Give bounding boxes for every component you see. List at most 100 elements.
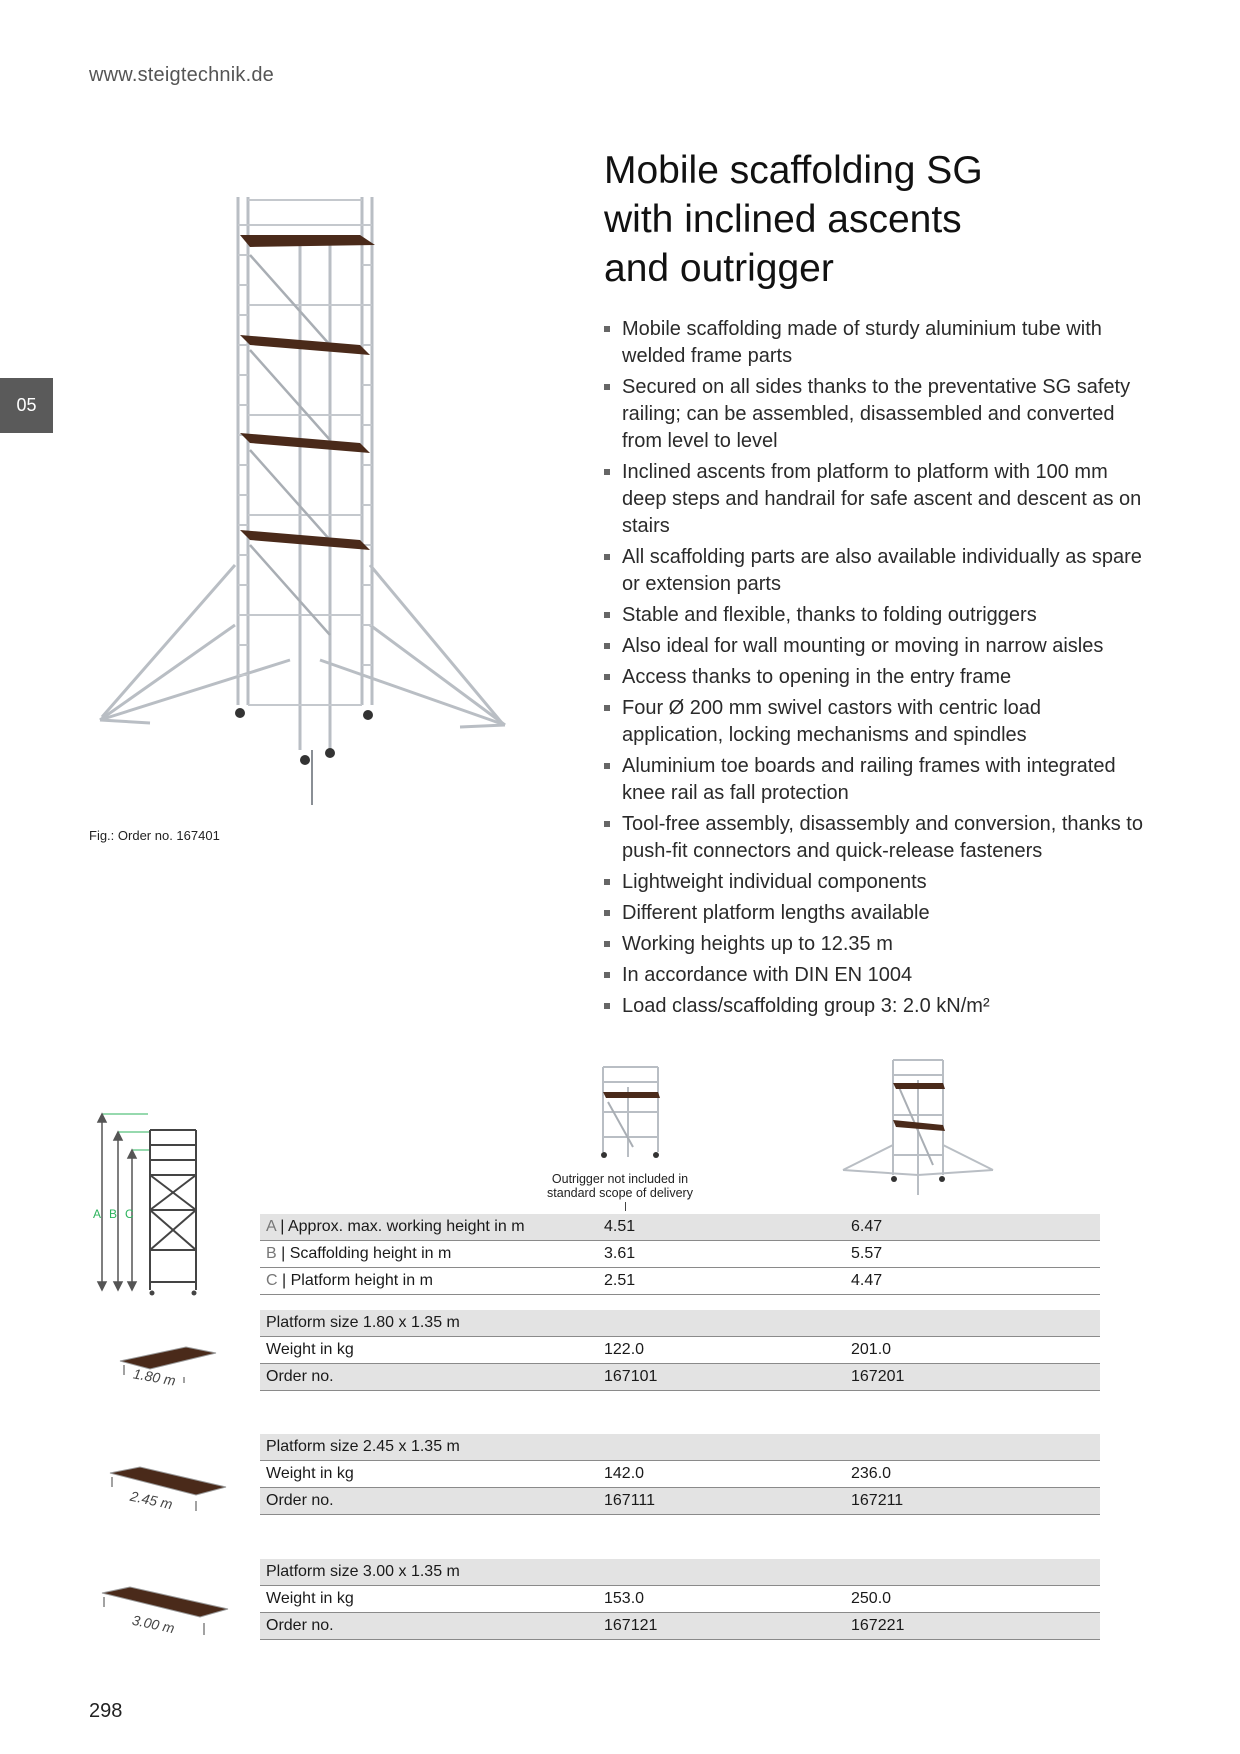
platform-table-1: Platform size 1.80 x 1.35 m Weight in kg…: [260, 1310, 1100, 1391]
platform-table-3: Platform size 3.00 x 1.35 m Weight in kg…: [260, 1559, 1100, 1640]
table-row: Weight in kg 142.0 236.0: [260, 1461, 1100, 1488]
website-url: www.steigtechnik.de: [89, 64, 275, 86]
platform-1-illustration: [119, 1346, 217, 1383]
outrigger-tower-illustration: [842, 1059, 994, 1195]
row-label: | Scaffolding height in m: [281, 1245, 452, 1262]
bullet-icon: [604, 705, 610, 711]
row-value: 3.61: [604, 1245, 636, 1262]
bullet-icon: [604, 941, 610, 947]
dimension-letter-a: A: [93, 1207, 102, 1221]
feature-item: Four Ø 200 mm swivel castors with centri…: [604, 695, 1144, 749]
row-label: Order no.: [266, 1492, 334, 1509]
table-row: A | Approx. max. working height in m 4.5…: [260, 1214, 1100, 1241]
row-label: Order no.: [266, 1368, 334, 1385]
feature-item: Access thanks to opening in the entry fr…: [604, 664, 1144, 691]
table-row: Order no. 167121 167221: [260, 1613, 1100, 1640]
figure-caption: Fig.: Order no. 167401: [89, 828, 220, 843]
feature-item: Aluminium toe boards and railing frames …: [604, 753, 1144, 807]
title-line: Mobile scaffolding SG: [604, 149, 983, 192]
table-row: Weight in kg 153.0 250.0: [260, 1586, 1100, 1613]
outrigger-note: Outrigger not included in standard scope…: [547, 1172, 693, 1200]
platform-header: Platform size 3.00 x 1.35 m: [266, 1563, 460, 1580]
row-value: 250.0: [851, 1590, 892, 1607]
section-tab: 05: [0, 378, 53, 433]
bullet-icon: [604, 1003, 610, 1009]
bullet-icon: [604, 643, 610, 649]
feature-item: Also ideal for wall mounting or moving i…: [604, 633, 1144, 660]
row-value: 2.51: [604, 1272, 636, 1289]
table-row: C | Platform height in m 2.51 4.47: [260, 1268, 1100, 1295]
row-letter: A: [266, 1218, 276, 1235]
feature-item: Inclined ascents from platform to platfo…: [604, 459, 1144, 540]
row-label: Weight in kg: [266, 1465, 354, 1482]
platform-3-illustration: [101, 1586, 229, 1635]
dimension-table: A | Approx. max. working height in m 4.5…: [260, 1214, 1100, 1295]
row-value: 6.47: [851, 1218, 883, 1235]
table-row: Order no. 167111 167211: [260, 1488, 1100, 1515]
row-value: 167121: [604, 1617, 658, 1634]
bullet-icon: [604, 554, 610, 560]
bullet-icon: [604, 821, 610, 827]
title-line: with inclined ascents: [604, 198, 962, 241]
bullet-icon: [604, 326, 610, 332]
table-row: B | Scaffolding height in m 3.61 5.57: [260, 1241, 1100, 1268]
row-value: 167111: [604, 1492, 656, 1509]
row-letter: B: [266, 1245, 277, 1262]
platform-header: Platform size 2.45 x 1.35 m: [266, 1438, 460, 1455]
dimension-letter-c: C: [125, 1207, 134, 1221]
title-line: and outrigger: [604, 247, 834, 290]
row-value: 167221: [851, 1617, 905, 1634]
page-title: Mobile scaffolding SG with inclined asce…: [604, 146, 1164, 293]
dimension-diagram: [96, 1112, 197, 1296]
row-value: 5.57: [851, 1245, 883, 1262]
feature-item: Working heights up to 12.35 m: [604, 931, 1144, 958]
bullet-icon: [604, 469, 610, 475]
feature-item: Load class/scaffolding group 3: 2.0 kN/m…: [604, 993, 1144, 1020]
row-value: 201.0: [851, 1341, 892, 1358]
row-letter: C: [266, 1272, 278, 1289]
bullet-icon: [604, 763, 610, 769]
page-number: 298: [89, 1700, 123, 1722]
feature-item: Secured on all sides thanks to the preve…: [604, 374, 1144, 455]
row-value: 236.0: [851, 1465, 892, 1482]
row-label: Order no.: [266, 1617, 334, 1634]
bullet-icon: [604, 384, 610, 390]
bullet-icon: [604, 674, 610, 680]
row-value: 122.0: [604, 1341, 645, 1358]
feature-item: Mobile scaffolding made of sturdy alumin…: [604, 316, 1144, 370]
bullet-icon: [604, 910, 610, 916]
row-value: 142.0: [604, 1465, 645, 1482]
row-value: 4.47: [851, 1272, 883, 1289]
row-label: Weight in kg: [266, 1590, 354, 1607]
row-value: 4.51: [604, 1218, 636, 1235]
feature-item: In accordance with DIN EN 1004: [604, 962, 1144, 989]
small-tower-illustration: [601, 1066, 660, 1158]
platform-2-illustration: [109, 1466, 227, 1511]
platform-table-2: Platform size 2.45 x 1.35 m Weight in kg…: [260, 1434, 1100, 1515]
feature-item: All scaffolding parts are also available…: [604, 544, 1144, 598]
row-value: 167101: [604, 1368, 658, 1385]
dimension-letter-b: B: [109, 1207, 118, 1221]
row-label: Weight in kg: [266, 1341, 354, 1358]
scaffold-tower-illustration: [99, 197, 506, 805]
table-row: Order no. 167101 167201: [260, 1364, 1100, 1391]
row-label: | Approx. max. working height in m: [280, 1218, 525, 1235]
table-row: Platform size 1.80 x 1.35 m: [260, 1310, 1100, 1337]
row-label: | Platform height in m: [282, 1272, 433, 1289]
feature-list: Mobile scaffolding made of sturdy alumin…: [604, 316, 1144, 1024]
platform-header: Platform size 1.80 x 1.35 m: [266, 1314, 460, 1331]
table-row: Platform size 2.45 x 1.35 m: [260, 1434, 1100, 1461]
feature-item: Lightweight individual components: [604, 869, 1144, 896]
row-value: 167211: [851, 1492, 904, 1509]
table-row: Weight in kg 122.0 201.0: [260, 1337, 1100, 1364]
bullet-icon: [604, 612, 610, 618]
feature-item: Tool-free assembly, disassembly and conv…: [604, 811, 1144, 865]
bullet-icon: [604, 879, 610, 885]
row-value: 167201: [851, 1368, 905, 1385]
bullet-icon: [604, 972, 610, 978]
table-row: Platform size 3.00 x 1.35 m: [260, 1559, 1100, 1586]
feature-item: Stable and flexible, thanks to folding o…: [604, 602, 1144, 629]
note-pointer: [625, 1202, 626, 1211]
feature-item: Different platform lengths available: [604, 900, 1144, 927]
row-value: 153.0: [604, 1590, 645, 1607]
